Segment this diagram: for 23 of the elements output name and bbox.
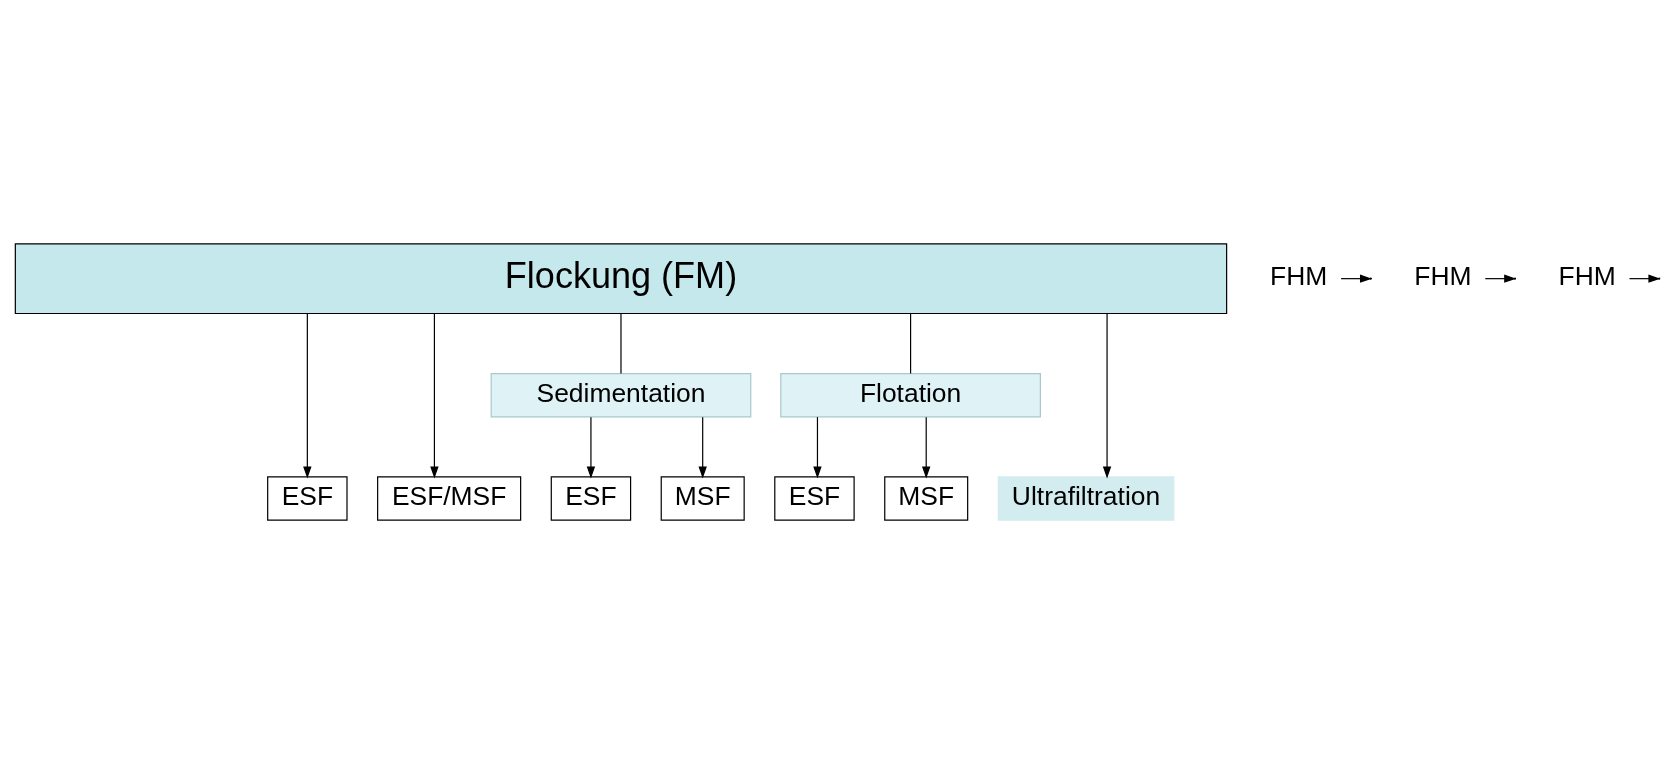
node-text: FHM bbox=[1558, 261, 1616, 292]
node-box: ESF bbox=[774, 476, 855, 521]
node-box: Flotation bbox=[780, 373, 1041, 418]
arrow bbox=[813, 416, 822, 479]
node-box: Ultrafiltration bbox=[997, 476, 1175, 521]
node-box: ESF bbox=[267, 476, 348, 521]
node-box: MSF bbox=[884, 476, 969, 521]
connector bbox=[910, 313, 912, 375]
arrow bbox=[303, 313, 312, 479]
node-text: FHM bbox=[1270, 261, 1328, 292]
node-box: ESF/MSF bbox=[377, 476, 522, 521]
node-box: Sedimentation bbox=[490, 373, 752, 418]
node-box: ESF bbox=[550, 476, 632, 521]
arrow bbox=[1484, 274, 1517, 283]
node-box: MSF bbox=[660, 476, 745, 521]
arrow bbox=[922, 416, 931, 479]
node-box: Flockung (FM) bbox=[14, 243, 1228, 315]
connector bbox=[620, 313, 622, 375]
node-text: FHM bbox=[1414, 261, 1472, 292]
arrow bbox=[586, 416, 596, 479]
arrow bbox=[698, 416, 707, 479]
arrow bbox=[430, 313, 439, 479]
arrow bbox=[1102, 313, 1112, 479]
